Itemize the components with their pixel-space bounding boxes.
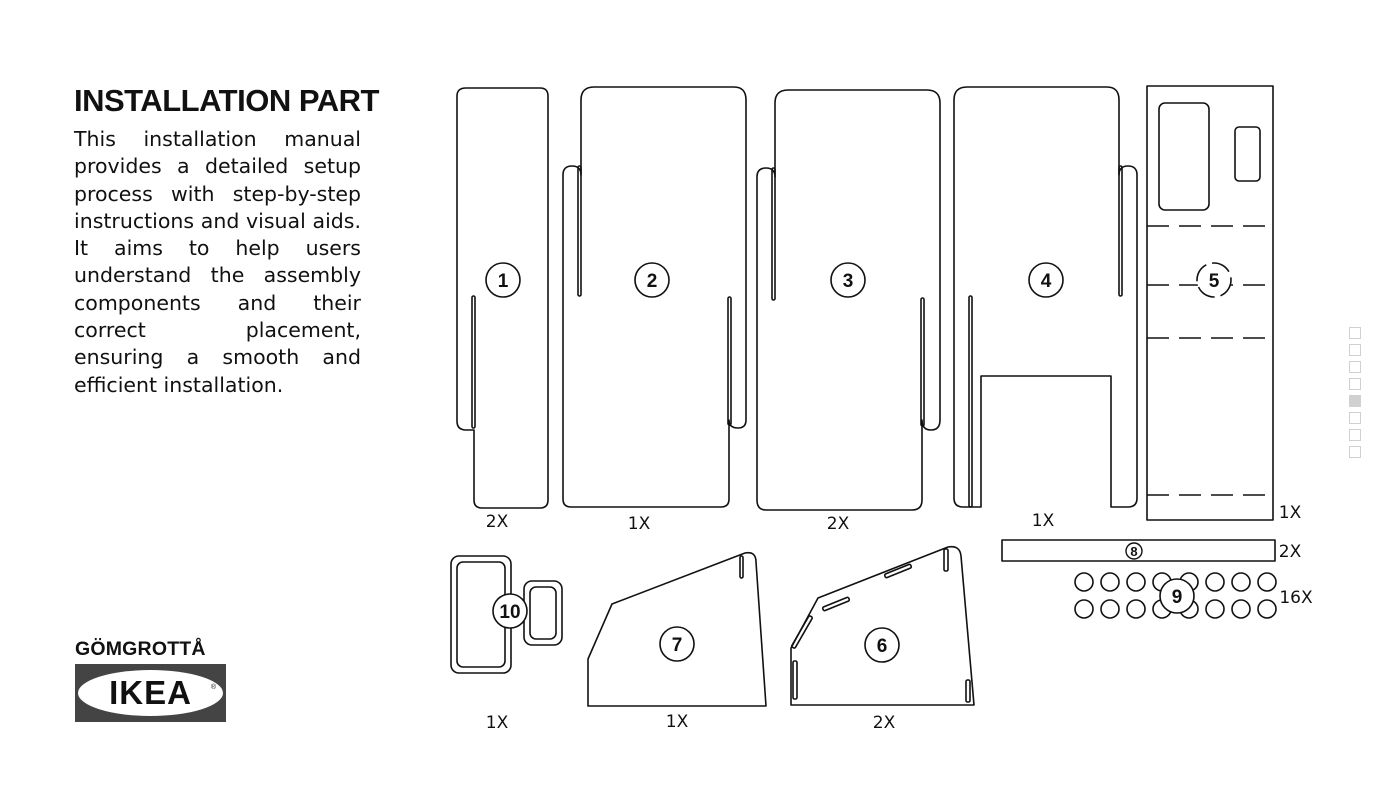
svg-text:2: 2 — [647, 271, 658, 292]
page-description: This installation manual provides a deta… — [74, 127, 361, 397]
part-2-panel — [562, 86, 747, 508]
logo-oval — [78, 670, 223, 716]
brand-block: GÖMGROTTÅ IKEA ® — [75, 636, 226, 722]
svg-text:8: 8 — [1130, 544, 1137, 559]
badge-part-6: 6 — [864, 627, 900, 663]
svg-text:4: 4 — [1041, 271, 1052, 292]
part-8-bar — [1001, 539, 1276, 562]
qty-part-9: 16X — [1279, 588, 1313, 608]
page-dot[interactable] — [1349, 412, 1361, 424]
qty-part-8: 2X — [1279, 542, 1302, 562]
svg-text:9: 9 — [1172, 587, 1183, 608]
qty-part-5: 1X — [1279, 503, 1302, 523]
svg-text:7: 7 — [672, 635, 683, 656]
svg-text:1: 1 — [498, 271, 509, 292]
qty-part-4: 1X — [1032, 511, 1055, 531]
badge-part-7: 7 — [659, 626, 695, 662]
page-dot[interactable] — [1349, 378, 1361, 390]
badge-part-9: 9 — [1159, 578, 1195, 614]
badge-part-4: 4 — [1028, 262, 1064, 298]
badge-part-1: 1 — [485, 262, 521, 298]
badge-part-2: 2 — [634, 262, 670, 298]
ikea-logo: IKEA ® — [75, 664, 226, 722]
svg-text:6: 6 — [877, 636, 888, 657]
svg-text:5: 5 — [1209, 271, 1220, 292]
svg-text:10: 10 — [499, 602, 520, 623]
registered-mark: ® — [210, 684, 216, 691]
page-dot[interactable] — [1349, 327, 1361, 339]
badge-part-8: 8 — [1125, 542, 1143, 560]
qty-part-10: 1X — [486, 713, 509, 733]
badge-part-5: 5 — [1196, 262, 1232, 298]
page-dot-active[interactable] — [1349, 395, 1361, 407]
qty-part-2: 1X — [628, 514, 651, 534]
part-3-panel — [756, 89, 941, 511]
qty-part-7: 1X — [666, 712, 689, 732]
part-1-panel — [456, 87, 549, 509]
page-title: INSTALLATION PART — [74, 83, 379, 118]
badge-part-10: 10 — [492, 593, 528, 629]
qty-part-6: 2X — [873, 713, 896, 733]
part-7-side — [587, 551, 767, 707]
qty-part-1: 2X — [486, 512, 509, 532]
page-dot[interactable] — [1349, 429, 1361, 441]
part-4-panel — [953, 86, 1138, 508]
page-dot[interactable] — [1349, 446, 1361, 458]
page-dot[interactable] — [1349, 361, 1361, 373]
badge-part-3: 3 — [830, 262, 866, 298]
page-indicator — [1349, 327, 1361, 463]
qty-part-3: 2X — [827, 514, 850, 534]
part-5-panel — [1146, 85, 1274, 521]
logo-text: IKEA — [109, 674, 192, 711]
page-dot[interactable] — [1349, 344, 1361, 356]
svg-text:3: 3 — [843, 271, 854, 292]
part-6-side — [790, 545, 975, 706]
product-name: GÖMGROTTÅ — [75, 638, 206, 660]
